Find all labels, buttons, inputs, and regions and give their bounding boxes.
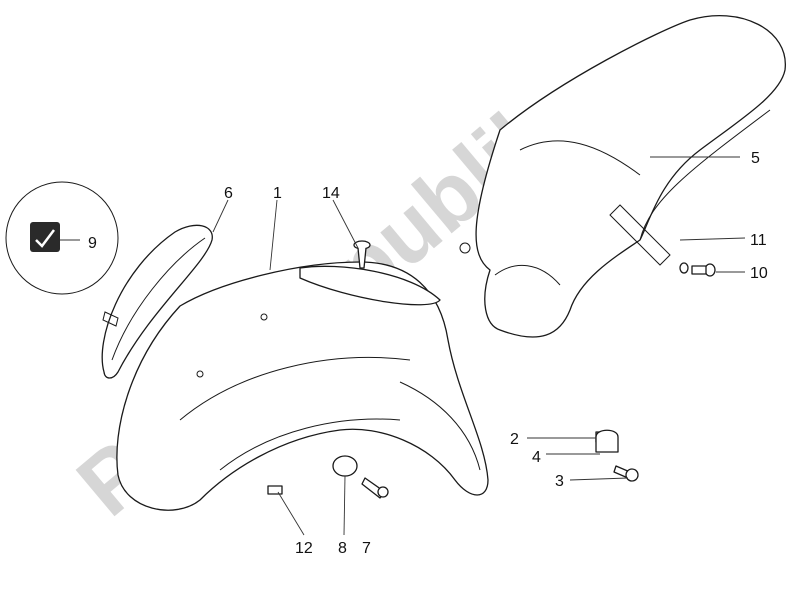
screw-3	[613, 465, 639, 482]
clamp-4	[595, 429, 619, 453]
mudguard-trim	[101, 224, 213, 379]
emblem-mark-icon	[35, 229, 55, 248]
emblem-badge	[30, 222, 60, 252]
washer-11	[679, 262, 689, 274]
callout-11: 11	[750, 232, 767, 249]
callout-5: 5	[751, 150, 760, 167]
trim-hole	[196, 370, 204, 378]
mudguard-top-mount	[299, 265, 441, 306]
callout-2: 2	[510, 431, 519, 448]
trim-clip	[102, 311, 119, 327]
emblem-callout-circle	[5, 181, 119, 295]
callout-4: 4	[532, 449, 541, 466]
callout-3: 3	[555, 473, 564, 490]
callout-1: 1	[273, 185, 282, 202]
screw-7	[361, 477, 389, 499]
plug-8	[332, 455, 358, 477]
rear-mudguard	[116, 261, 489, 511]
rear-inner-mudguard	[475, 15, 786, 338]
inner-mudguard-bracket	[494, 264, 561, 286]
callout-9: 9	[88, 235, 97, 252]
callout-12: 12	[295, 540, 313, 557]
mudguard-inner-line	[219, 418, 401, 471]
clip-12	[267, 485, 283, 495]
callout-10: 10	[750, 265, 768, 282]
mount-hole	[260, 313, 268, 321]
trim-edge-line	[111, 237, 206, 361]
mudguard-rim-line	[399, 381, 481, 471]
inner-mudguard-mount	[609, 204, 671, 266]
inner-mudguard-rib	[519, 140, 641, 176]
callout-7: 7	[362, 540, 371, 557]
callout-labels: 6 1 14 5 9 11 10 2 4 3 12 8 7	[88, 150, 768, 557]
mudguard-contour-line	[179, 357, 411, 421]
callout-14: 14	[322, 185, 340, 202]
screw-10	[691, 263, 716, 277]
callout-8: 8	[338, 540, 347, 557]
inner-mudguard-edge	[639, 109, 771, 241]
callout-6: 6	[224, 185, 233, 202]
leader-lines	[60, 156, 746, 536]
screw-14	[353, 240, 371, 269]
inner-mount-hole	[459, 242, 471, 254]
